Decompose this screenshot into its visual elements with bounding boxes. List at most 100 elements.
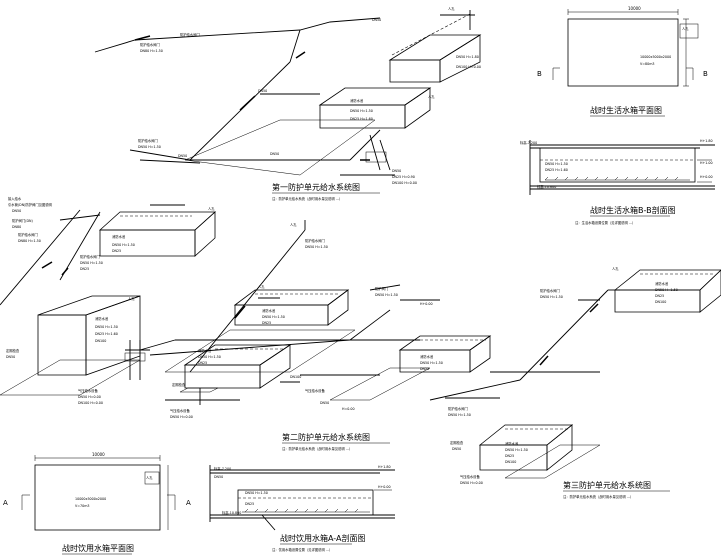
living-level-low: H+0.00	[700, 175, 713, 179]
svg-text:DN25: DN25	[262, 321, 271, 325]
drinking-floor-bottom: 标高-10.800	[222, 510, 241, 515]
svg-text:防护给水阀门: 防护给水阀门	[448, 406, 468, 411]
svg-text:DN25: DN25	[420, 367, 429, 371]
system-3-title: 第三防护单元给水系统图	[563, 480, 651, 490]
svg-text:DN50: DN50	[214, 475, 223, 479]
system-3-note: 注：防护单元给水系统（战时用水量见说明 ...）	[563, 494, 633, 499]
drinking-level-low: H+0.00	[378, 485, 391, 489]
svg-text:DN50 H=1.50: DN50 H=1.50	[448, 413, 471, 417]
living-floor-bottom: 标高-10.800	[537, 184, 556, 189]
svg-text:消防水池: 消防水池	[505, 441, 519, 446]
system-2-note: 注：防护单元给水系统（战时用水量见说明 ...）	[282, 446, 352, 451]
svg-text:10000: 10000	[628, 6, 641, 11]
svg-text:DN50 H=1.50: DN50 H=1.50	[545, 162, 568, 166]
system-2-title: 第二防护单元给水系统图	[282, 432, 370, 442]
svg-text:DN50: DN50	[258, 89, 267, 93]
svg-text:DN50: DN50	[452, 447, 461, 451]
svg-text:DN50: DN50	[6, 355, 15, 359]
svg-text:防护给水阀门: 防护给水阀门	[305, 238, 325, 243]
svg-text:接入给水: 接入给水	[8, 196, 22, 201]
living-tank-plan: 10000 人孔 10000x5000x2000 V=80m3 B B 战时生活…	[537, 6, 708, 117]
living-level-mid: H+1.00	[700, 161, 713, 165]
living-tank-plan-title: 战时生活水箱平面图	[590, 105, 662, 115]
svg-text:DN50: DN50	[372, 18, 381, 22]
svg-text:定期检查: 定期检查	[172, 382, 186, 387]
svg-text:消防水池: 消防水池	[112, 234, 126, 239]
svg-text:DN80 H=1.50: DN80 H=1.50	[140, 49, 163, 53]
svg-text:消防水池: 消防水池	[95, 316, 109, 321]
svg-text:定期检查: 定期检查	[6, 348, 20, 353]
svg-text:DN50 H=1.50: DN50 H=1.50	[262, 315, 285, 319]
system-3-diagram: 消防水池 DN50 H=1.50 DN25 DN100 人孔 防护给水阀门 DN…	[429, 266, 721, 499]
system-1-diagram: 人孔 DN50 H=1.80 DN100 H=0.00 消防水池 DN50 H=…	[94, 6, 482, 201]
svg-text:DN50 H=1.50: DN50 H=1.50	[505, 448, 528, 452]
svg-text:DN50 H=1.50: DN50 H=1.50	[245, 491, 268, 495]
svg-text:DN25: DN25	[80, 267, 89, 271]
svg-text:DN50 H=0.00: DN50 H=0.00	[78, 395, 101, 399]
svg-text:人孔: 人孔	[290, 222, 297, 227]
svg-text:消防水池: 消防水池	[655, 281, 669, 286]
system-1-note: 注：防护单元给水系统（战时用水量见说明 ...）	[272, 196, 342, 201]
svg-text:DN25: DN25	[198, 361, 207, 365]
svg-text:DN100: DN100	[655, 300, 666, 304]
living-level-top: H+1.80	[700, 139, 713, 143]
left-tank-group: 消防水池 DN50 H=1.50 DN25 人孔 接入给水 引水管(DN)防护阀…	[0, 196, 217, 405]
svg-text:人孔: 人孔	[682, 26, 689, 31]
living-section-mark-right: B	[703, 70, 708, 78]
drinking-section-title: 战时饮用水箱A-A剖面图	[280, 533, 365, 543]
svg-text:DN25 H=1.60: DN25 H=1.60	[350, 117, 373, 121]
living-section-note: 注：生活水箱设置位置（见详图说明 ...）	[575, 220, 635, 225]
svg-text:DN50 H=1.50: DN50 H=1.50	[420, 361, 443, 365]
svg-text:人孔: 人孔	[448, 6, 455, 11]
svg-text:人孔: 人孔	[128, 296, 135, 301]
svg-text:气压给水设备: 气压给水设备	[305, 388, 325, 393]
svg-text:DN100 H=0.00: DN100 H=0.00	[392, 181, 417, 185]
svg-text:人孔: 人孔	[208, 206, 215, 211]
svg-text:引水管(DN)防护阀门见图说明: 引水管(DN)防护阀门见图说明	[8, 202, 53, 207]
living-section-title: 战时生活水箱B-B剖面图	[590, 205, 676, 215]
svg-text:10000: 10000	[92, 452, 105, 457]
svg-text:DN100 H=0.00: DN100 H=0.00	[456, 65, 481, 69]
svg-text:气压给水设备: 气压给水设备	[460, 474, 480, 479]
living-section-hatch	[544, 176, 679, 181]
svg-text:DN50 H=0.00: DN50 H=0.00	[460, 481, 483, 485]
misc-level-label: H+0.00	[420, 302, 433, 306]
drinking-section-note: 注：饮用水箱设置位置（见详图说明 ...）	[272, 547, 332, 552]
svg-text:人孔: 人孔	[258, 284, 265, 289]
svg-text:DN50 H=0.00: DN50 H=0.00	[170, 415, 193, 419]
svg-text:DN50 H=1.80: DN50 H=1.80	[456, 55, 479, 59]
svg-text:DN100: DN100	[95, 339, 106, 343]
svg-text:消防水池: 消防水池	[420, 354, 434, 359]
svg-text:防护给水阀门: 防护给水阀门	[18, 232, 38, 237]
svg-text:防护阀门: 防护阀门	[375, 286, 388, 291]
system-1-top-tank: 人孔 DN50 H=1.80 DN100 H=0.00	[388, 6, 482, 83]
svg-text:DN50 H=1.50: DN50 H=1.50	[655, 288, 678, 292]
svg-text:DN50 H=1.50: DN50 H=1.50	[375, 293, 398, 297]
svg-text:DN50 H=1.50: DN50 H=1.50	[112, 243, 135, 247]
svg-text:人孔: 人孔	[146, 475, 153, 480]
drinking-level-top: H+1.80	[378, 465, 391, 469]
svg-text:DN50 H=1.50: DN50 H=1.50	[198, 355, 221, 359]
drinking-tank-spec-2: V=70m3	[75, 504, 90, 508]
svg-text:DN100: DN100	[290, 375, 301, 379]
svg-text:DN50: DN50	[320, 401, 329, 405]
svg-text:DN80: DN80	[12, 225, 21, 229]
svg-text:DN50: DN50	[178, 154, 187, 158]
svg-text:人孔: 人孔	[428, 94, 435, 99]
drinking-tank-spec-1: 10000x5000x2000	[75, 497, 106, 501]
svg-text:DN50 H=1.50: DN50 H=1.50	[138, 145, 161, 149]
svg-text:DN25 H=1.60: DN25 H=1.60	[95, 332, 118, 336]
svg-text:DN25: DN25	[245, 502, 254, 506]
svg-text:消防水池: 消防水池	[350, 98, 364, 103]
system-2-diagram: 人孔 防护给水阀门 DN50 H=1.50 消防水池 DN50 H=1.50 D…	[149, 220, 492, 451]
svg-text:消防水池: 消防水池	[198, 348, 212, 353]
svg-text:DN25: DN25	[112, 249, 121, 253]
svg-text:防护给水阀门: 防护给水阀门	[80, 254, 100, 259]
svg-text:DN50 H=1.50: DN50 H=1.50	[350, 109, 373, 113]
svg-text:H=0.00: H=0.00	[342, 407, 355, 411]
svg-text:防护给水阀门: 防护给水阀门	[180, 32, 200, 37]
drinking-tank-plan-title: 战时饮用水箱平面图	[62, 543, 134, 553]
svg-text:DN50 H=1.50: DN50 H=1.50	[540, 295, 563, 299]
drinking-tank-section: DN50 H=1.50 DN25 标高-7.200 DN50 标高-10.800…	[209, 465, 395, 552]
